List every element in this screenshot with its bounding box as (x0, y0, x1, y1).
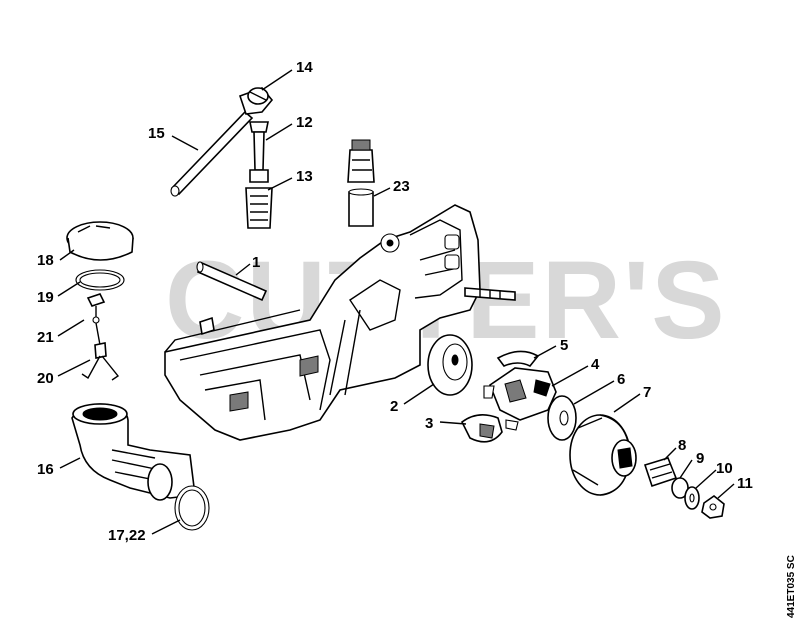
label-part-21: 21 (37, 329, 54, 346)
small-parts-drawing (643, 457, 725, 519)
cap-assembly-drawing (66, 221, 134, 381)
label-part-4: 4 (591, 356, 600, 373)
label-part-9: 9 (696, 450, 704, 467)
drawing-code: 441ET035 SC (786, 555, 797, 618)
part-7-clutch-drum-drawing (569, 414, 637, 496)
label-part-3: 3 (425, 415, 433, 432)
label-part-8: 8 (678, 437, 686, 454)
label-part-7: 7 (643, 384, 651, 401)
label-part-5: 5 (560, 337, 568, 354)
label-part-1: 1 (252, 254, 260, 271)
clutch-drawing (460, 350, 557, 443)
label-part-2: 2 (390, 398, 398, 415)
label-part-23: 23 (393, 178, 410, 195)
label-part-20: 20 (37, 370, 54, 387)
leader-lines (57, 69, 735, 535)
label-part-11: 11 (737, 475, 753, 492)
label-part-18: 18 (37, 252, 54, 269)
elbow-assembly-drawing (71, 403, 210, 531)
label-part-12: 12 (296, 114, 313, 131)
label-part-15: 15 (148, 125, 165, 142)
label-part-17-22: 17,22 (108, 527, 146, 544)
crankcase-housing-drawing (164, 204, 516, 441)
part-23-filter-drawing (347, 139, 375, 227)
label-part-10: 10 (716, 460, 733, 477)
label-part-13: 13 (296, 168, 313, 185)
fuel-pickup-drawing (170, 87, 274, 229)
label-part-16: 16 (37, 461, 54, 478)
part-1-pin-drawing (196, 261, 268, 302)
label-part-19: 19 (37, 289, 54, 306)
label-part-14: 14 (296, 59, 313, 76)
label-part-6: 6 (617, 371, 625, 388)
part-6-washer-drawing (547, 395, 577, 441)
